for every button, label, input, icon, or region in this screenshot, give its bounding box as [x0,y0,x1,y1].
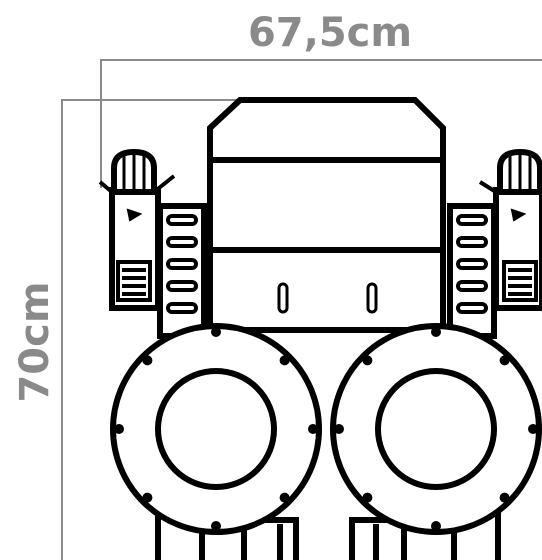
wheel-bolt [142,355,153,366]
right-vent [502,260,538,302]
right-wheel-bolts [334,327,538,531]
wheel-bolt [499,355,510,366]
wheel-bolt [279,355,290,366]
wheel-bolt [362,492,373,503]
right-slot [366,282,378,314]
left-ladder-rungs [166,214,198,314]
wheel-bolt [211,327,221,337]
lower-frame [207,247,446,333]
left-side-assembly [98,148,207,339]
wheel-bolt [362,355,373,366]
wheel-bolt [142,492,153,503]
left-wheel-bolts [114,327,318,531]
left-wheel-hub [155,368,277,490]
right-wheel-hub [375,368,497,490]
wheel-bolt [499,492,510,503]
right-ladder-rungs [456,214,488,314]
width-dimension-line [100,59,542,188]
wheel-bolt [528,424,538,434]
left-slot [277,282,289,314]
left-wheel [110,323,322,535]
wheel-bolt [334,424,344,434]
wheel-bolt [308,424,318,434]
dimension-lines [61,59,542,560]
wheel-bolt [431,521,441,531]
right-side-assembly [447,148,542,339]
machine-body [207,97,446,333]
left-vent [116,260,152,302]
right-wheel [330,323,542,535]
width-label: 67,5cm [248,10,412,56]
wheel-bolt [431,327,441,337]
wheel-bolt [279,492,290,503]
wheel-bolt [211,521,221,531]
top-hopper [207,97,446,165]
wheel-bolt [114,424,124,434]
height-dimension-line [61,99,240,560]
height-label: 70cm [12,281,58,402]
upper-housing [207,157,446,257]
